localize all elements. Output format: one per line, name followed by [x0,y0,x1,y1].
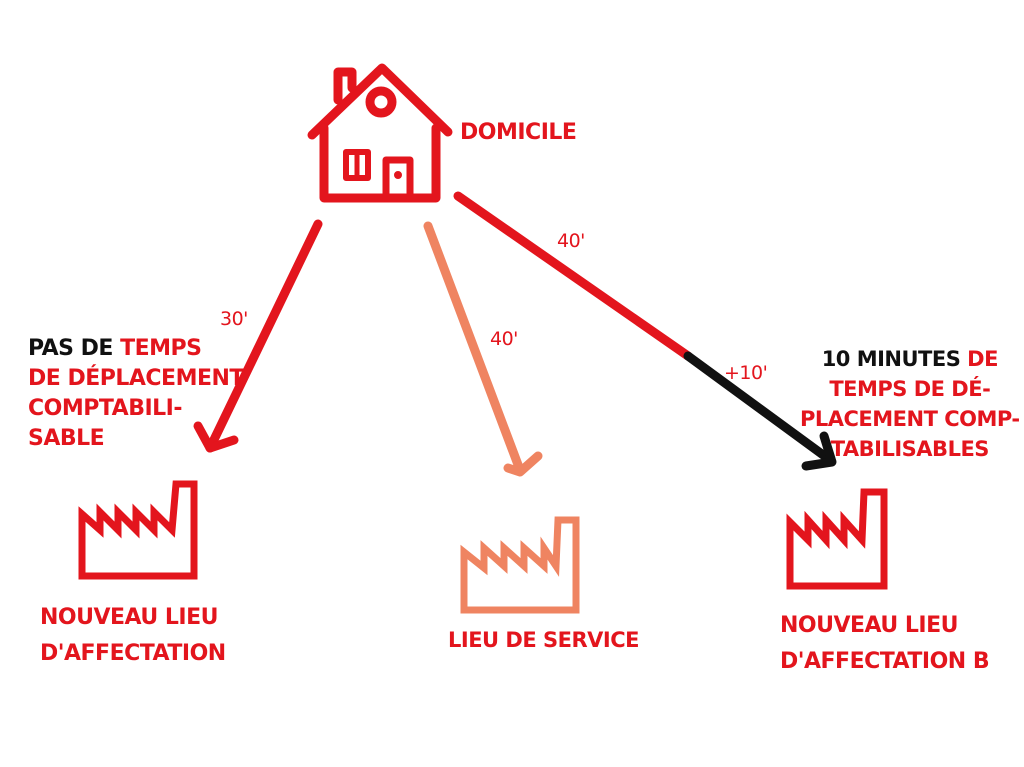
arrow-home-to-new-site-b [453,191,837,471]
duration-left: 30' [220,308,248,330]
arrow-home-to-new-site [193,219,323,453]
factory-icon [786,488,888,590]
house-icon [307,63,453,203]
site-label-service: Lieu de service [448,628,639,652]
note-text: temps de dé- [829,377,991,401]
site-label-new-b: Nouveau lieu d'affectation B [780,608,990,680]
note-text: de [967,347,998,371]
note-text: temps [120,336,202,361]
note-text: tabilisables [830,437,990,461]
note-no-travel-time: Pas de temps de déplacement comptabili- … [28,334,244,454]
duration-right: 40' [557,230,585,252]
note-text: placement comp- [800,407,1020,431]
note-highlight: Pas de [28,336,113,361]
site-label-line: Nouveau lieu [780,613,959,638]
site-label-line: Nouveau lieu [40,605,219,630]
duration-center: 40' [490,328,518,350]
note-text: de déplacement [28,366,244,391]
arrow-home-to-service-site [423,221,543,477]
note-text: comptabili- [28,396,182,421]
note-ten-minutes: 10 minutes de temps de dé- placement com… [800,344,1020,464]
note-text: sable [28,426,105,451]
factory-icon [78,480,198,580]
duration-extra: +10' [724,362,768,384]
factory-icon [460,516,580,614]
home-label: Domicile [460,120,577,145]
site-label-new: Nouveau lieu d'affectation [40,600,226,672]
site-label-line: d'affectation [40,641,226,666]
note-highlight: 10 minutes [821,347,961,371]
site-label-line: d'affectation B [780,649,990,674]
